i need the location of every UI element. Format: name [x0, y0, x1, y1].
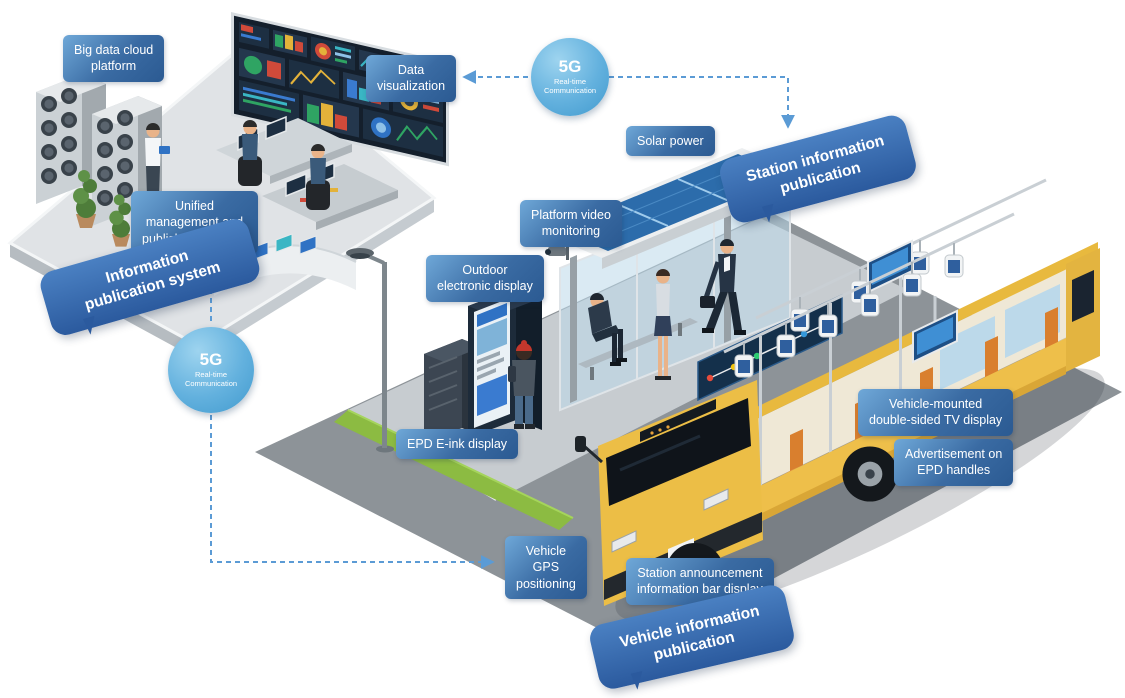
label-epd-handles-ad: Advertisement on EPD handles	[894, 439, 1014, 486]
badge-5g-left-line2: Communication	[184, 379, 238, 389]
rear-wheel	[842, 446, 898, 502]
badge-5g-top-line2: Communication	[543, 86, 597, 96]
outdoor-display-kiosk	[468, 288, 542, 438]
street-lamp	[346, 248, 394, 453]
headlight-right	[703, 488, 729, 511]
side-mirror	[575, 436, 603, 464]
badge-5g-left-title: 5G	[199, 350, 223, 370]
ceiling-tv-2	[912, 296, 958, 364]
badge-5g-top: 5G Real-time Communication	[531, 38, 609, 116]
badge-5g-left-line1: Real-time	[194, 369, 228, 379]
headlight-left	[611, 530, 637, 553]
label-data-visualization: Data visualization	[366, 55, 457, 102]
badge-5g-left: 5G Real-time Communication	[168, 327, 254, 413]
label-vehicle-tv-display: Vehicle-mounted double-sided TV display	[858, 389, 1014, 436]
label-vehicle-gps-positioning: Vehicle GPS positioning	[505, 536, 587, 599]
badge-5g-top-title: 5G	[558, 57, 582, 77]
label-solar-power: Solar power	[626, 126, 715, 157]
security-camera	[545, 246, 569, 260]
tablet	[159, 146, 170, 154]
windshield	[606, 398, 751, 506]
passenger-standing	[654, 269, 672, 380]
destination-sign	[640, 399, 716, 442]
passenger-sitting	[588, 293, 627, 366]
connector-to-vehicle-gps	[210, 415, 495, 569]
connector-to-station	[609, 76, 795, 129]
bus-front	[598, 380, 763, 606]
pedestrian-red-hat	[508, 340, 536, 429]
grass-strip	[334, 410, 573, 530]
passenger-walking	[700, 239, 746, 335]
label-outdoor-electronic-display: Outdoor electronic display	[426, 255, 544, 302]
shoulder-bag	[508, 366, 516, 382]
label-epd-eink-display: EPD E-ink display	[396, 429, 519, 460]
briefcase	[700, 296, 715, 308]
analyst-standing	[145, 123, 170, 200]
label-big-data-cloud-platform: Big data cloud platform	[63, 35, 165, 82]
label-platform-video-monitoring: Platform video monitoring	[520, 200, 622, 247]
badge-5g-top-line1: Real-time	[553, 76, 587, 86]
